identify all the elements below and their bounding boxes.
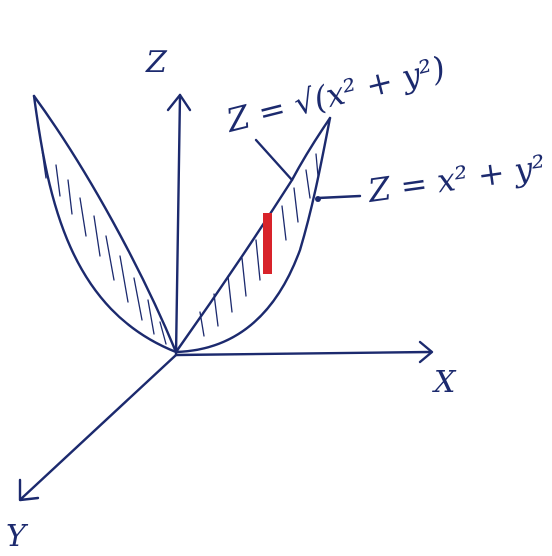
- paraboloid-equation-label: Z = x² + y²: [365, 147, 548, 210]
- left-region: [32, 94, 178, 354]
- y-axis: [20, 353, 178, 500]
- x-axis-arrowhead: [418, 340, 434, 364]
- left-paraboloid-edge: [32, 94, 178, 354]
- left-cone-edge: [32, 94, 178, 354]
- z-axis-label: Z: [145, 45, 168, 80]
- x-axis: [174, 350, 432, 357]
- left-hatching: [41, 149, 167, 345]
- coordinate-axes: [18, 93, 434, 502]
- y-axis-label: Y: [6, 519, 29, 554]
- red-vertical-strip: [263, 213, 272, 274]
- right-region: [174, 116, 332, 354]
- z-axis-arrowhead: [166, 93, 192, 112]
- cone-equation-label: Z = √(x² + y²): [222, 49, 449, 140]
- x-axis-label: X: [432, 365, 457, 400]
- z-axis: [174, 93, 182, 357]
- paraboloid-pointer-dot: [315, 196, 321, 202]
- y-axis-arrowhead: [18, 478, 40, 502]
- cone-pointer-line: [254, 138, 294, 182]
- right-paraboloid-edge: [174, 116, 332, 354]
- right-cone-edge: [174, 116, 332, 354]
- paraboloid-pointer-line: [316, 194, 362, 200]
- right-hatching: [199, 153, 319, 337]
